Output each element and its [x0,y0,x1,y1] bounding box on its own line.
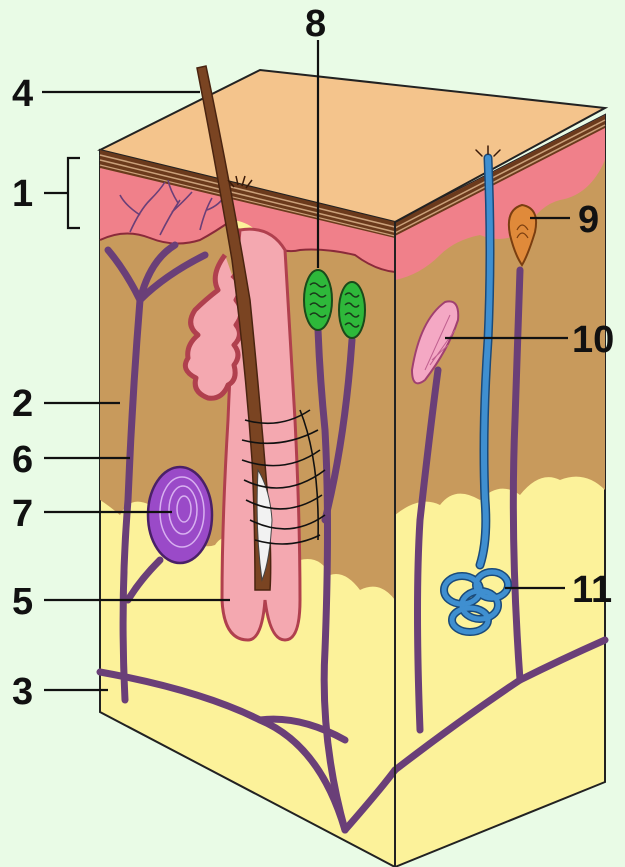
label-9: 9 [578,199,599,241]
label-10: 10 [572,319,614,361]
label-4: 4 [12,73,33,115]
label-2: 2 [12,383,33,425]
label-7: 7 [12,493,33,535]
label-5: 5 [12,581,33,623]
label-1: 1 [12,173,33,215]
pacinian-corpuscle [148,467,212,563]
label-6: 6 [12,439,33,481]
label-3: 3 [12,671,33,713]
label-8: 8 [305,3,326,45]
label-11: 11 [572,569,612,611]
